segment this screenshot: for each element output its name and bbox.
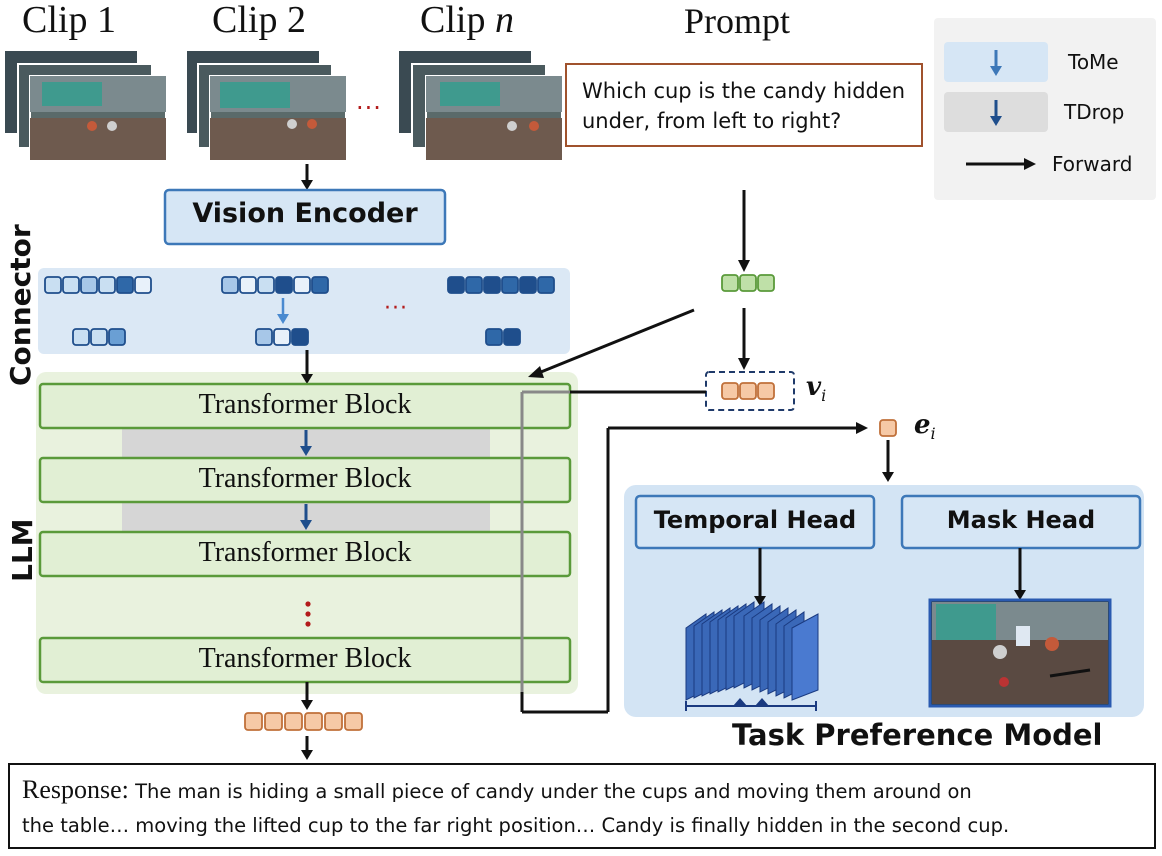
response-line-1: Response: The man is hiding a small piec… [22,775,972,804]
clip1-thumbnails [3,49,167,161]
legend-forward-label: Forward [1052,152,1133,176]
vi-tokens [721,382,775,400]
temporal-head-box [634,494,876,550]
prompt-title: Prompt [684,1,791,41]
vision-encoder-box [163,188,447,246]
legend-tome-label: ToMe [1068,50,1119,74]
clipn-title: Clip n [420,0,514,41]
transformer-block-3 [38,530,572,578]
llm-label: LLM [6,518,39,582]
vi-label: vi [806,372,827,406]
ei-token [879,419,897,437]
prompt-line-2: under, from left to right? [582,109,842,133]
connector-tokens-row1 [44,276,555,294]
transformer-block-4-label: Transformer Block [198,643,412,674]
transformer-block-3-label: Transformer Block [198,537,412,568]
connector-tokens-row2 [72,328,521,346]
mask-output-image [928,598,1112,708]
clip2-title: Clip 2 [212,0,306,41]
connector-panel [38,268,570,354]
connector-tome-arrow [277,314,289,324]
clipn-thumbnails [397,49,563,161]
legend-forward-arrow [1024,158,1036,170]
temporal-head-label: Temporal Head [653,506,857,534]
transformer-block-1-label: Transformer Block [198,389,412,420]
response-line-2: the table… moving the lifted cup to the … [22,814,1010,837]
transformer-block-4 [38,636,572,684]
ei-label: ei [914,410,936,444]
connector-ellipsis: ··· [384,296,408,321]
prompt-box [565,63,923,147]
clip1-title: Clip 1 [22,0,116,41]
clip-ellipsis: ··· [356,94,382,122]
output-tokens [244,712,363,731]
transformer-block-1 [38,382,572,430]
clip2-thumbnails [185,49,347,161]
task-preference-model-title: Task Preference Model [732,718,1103,752]
legend-tdrop-label: TDrop [1064,100,1125,124]
prompt-tokens [721,274,775,292]
prompt-line-1: Which cup is the candy hidden [582,79,906,103]
transformer-block-2 [38,456,572,504]
mask-head-label: Mask Head [946,506,1096,534]
temporal-frames-stack [685,601,819,711]
vision-encoder-label: Vision Encoder [192,198,418,229]
connector-label: Connector [4,224,37,386]
response-box [8,763,1156,849]
transformer-block-2-label: Transformer Block [198,463,412,494]
